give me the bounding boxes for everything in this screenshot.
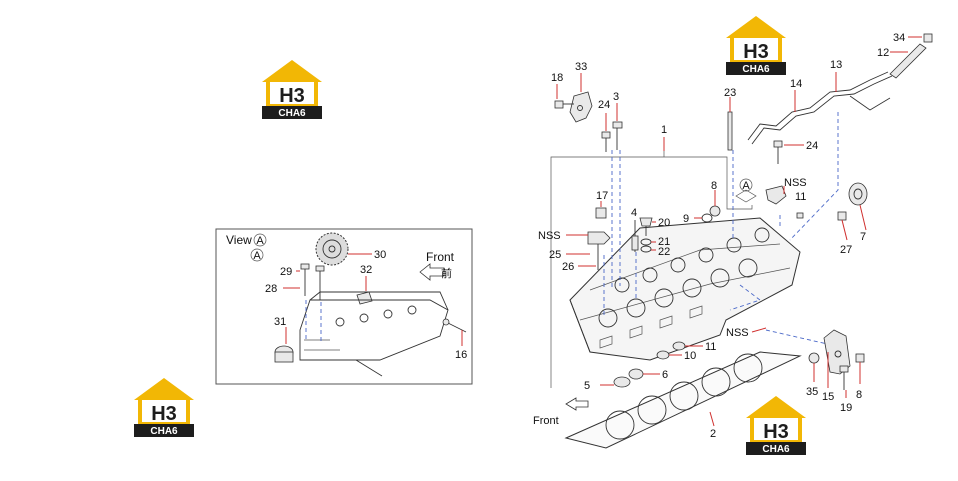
front-label: Front	[426, 250, 455, 264]
callout-29: 29	[280, 266, 292, 278]
callout-18: 18	[551, 72, 563, 84]
callout-25: 25	[549, 249, 561, 261]
front-cjk: 前	[441, 266, 452, 280]
callout-33: 33	[575, 61, 587, 73]
callout-13: 13	[830, 59, 842, 71]
view-label: View	[226, 233, 252, 247]
callout-15: 15	[822, 391, 834, 403]
callout-19: 19	[840, 402, 852, 414]
callout-17: 17	[596, 190, 608, 202]
callout-10: 10	[684, 350, 696, 362]
svg-text:CHA6: CHA6	[150, 426, 178, 437]
svg-text:H3: H3	[279, 85, 305, 107]
callout-21: 21	[658, 236, 670, 248]
callout-35: 35	[806, 386, 818, 398]
callout-1: 1	[661, 124, 667, 136]
callout-16: 16	[455, 349, 467, 361]
cam-gear	[315, 232, 349, 266]
callout-12: 12	[877, 47, 889, 59]
callout-20: 20	[658, 217, 670, 229]
callout-5: 5	[584, 380, 590, 392]
callout-11a: 11	[705, 341, 716, 353]
callout-7: 7	[860, 231, 866, 243]
callout-34: 34	[893, 32, 905, 44]
callout-4: 4	[631, 207, 637, 219]
callout-24b: 24	[806, 140, 818, 152]
svg-text:H3: H3	[763, 421, 789, 443]
callout-8b: 8	[856, 389, 862, 401]
main-front-label: Front	[533, 415, 559, 427]
callout-31: 31	[274, 316, 286, 328]
nss-label: NSS	[538, 230, 561, 242]
head-gasket	[564, 351, 802, 449]
front-arrow-icon	[565, 397, 589, 411]
view-marker: A	[253, 250, 261, 262]
brand-logo: H3 CHA6	[262, 60, 322, 119]
svg-text:H3: H3	[743, 41, 769, 63]
callout-28: 28	[265, 283, 277, 295]
nss-label: NSS	[726, 327, 749, 339]
callout-23: 23	[724, 87, 736, 99]
brand-logo: H3 CHA6	[726, 16, 786, 75]
callout-32: 32	[360, 264, 372, 276]
callout-6: 6	[662, 369, 668, 381]
callout-22: 22	[658, 246, 670, 258]
callout-30: 30	[374, 249, 386, 261]
callout-24a: 24	[598, 99, 610, 111]
brand-logo: H3 CHA6	[746, 396, 806, 455]
svg-text:CHA6: CHA6	[742, 64, 770, 75]
callout-27: 27	[840, 244, 852, 256]
svg-text:H3: H3	[151, 403, 177, 425]
svg-text:CHA6: CHA6	[278, 108, 306, 119]
callout-8a: 8	[711, 180, 717, 192]
inset-head-body	[299, 291, 449, 361]
callout-2: 2	[710, 428, 716, 440]
nss-label: NSS	[784, 177, 807, 189]
cylinder-head	[569, 217, 801, 361]
svg-text:CHA6: CHA6	[762, 444, 790, 455]
view-marker: A	[256, 235, 264, 247]
callout-11b: 11	[795, 191, 806, 203]
view-marker: A	[742, 180, 750, 192]
main-assembly: 1	[533, 32, 933, 449]
brand-logo: H3 CHA6	[134, 378, 194, 437]
front-arrow-icon	[419, 263, 445, 281]
callout-26: 26	[562, 261, 574, 273]
callout-14: 14	[790, 78, 802, 90]
callout-3: 3	[613, 91, 619, 103]
callout-9: 9	[683, 213, 689, 225]
inset-view-a: View A A 30 Front 前 29 28 32	[215, 228, 473, 385]
